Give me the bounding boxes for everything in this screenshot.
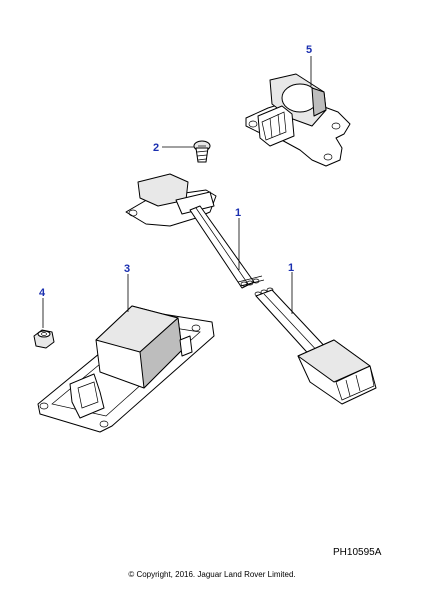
part-1-harness-lower	[254, 287, 377, 405]
reference-code: PH10595A	[333, 547, 382, 558]
callout-3: 3	[124, 263, 130, 275]
copyright-notice: © Copyright, 2016. Jaguar Land Rover Lim…	[128, 570, 296, 579]
callout-4: 4	[39, 287, 46, 299]
callout-5: 5	[306, 44, 312, 56]
part-5-sensor-bracket	[245, 73, 351, 167]
callout-1-lower: 1	[288, 262, 294, 274]
part-2-screw	[193, 140, 211, 163]
callout-2: 2	[153, 142, 159, 154]
part-3-module	[37, 305, 215, 433]
part-1-harness-upper	[125, 173, 265, 289]
callout-1-upper: 1	[235, 207, 241, 219]
part-4-nut	[33, 329, 55, 349]
